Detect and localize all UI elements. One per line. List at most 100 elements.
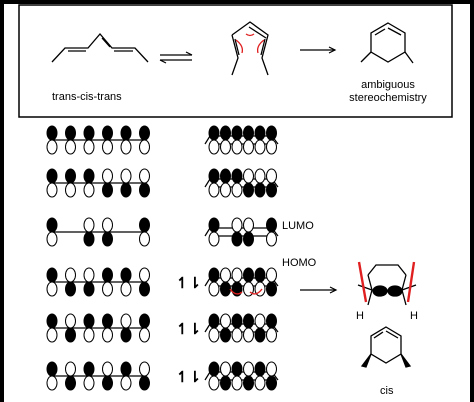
p-orbital-lobe	[208, 375, 220, 391]
p-orbital-lobe	[243, 327, 254, 343]
p-orbital-lobe	[46, 313, 58, 329]
p-orbital-lobe	[254, 361, 266, 377]
p-orbital-lobe	[254, 313, 266, 329]
p-orbital-lobe	[65, 168, 76, 184]
cyclic-mo	[204, 125, 279, 155]
p-orbital-lobe	[243, 313, 254, 329]
p-orbital-lobe	[208, 168, 220, 184]
p-orbital-lobe	[102, 182, 113, 198]
p-orbital-lobe	[208, 327, 220, 343]
p-orbital-lobe	[139, 267, 150, 283]
cyclic-mo-column	[204, 125, 279, 391]
p-orbital-lobe	[254, 125, 266, 141]
p-orbital-lobe	[266, 168, 277, 184]
p-orbital-lobe	[266, 313, 277, 329]
hexatriene-structure	[51, 33, 149, 63]
linear-mo-column	[46, 125, 150, 391]
p-orbital-lobe	[65, 375, 76, 391]
p-orbital-lobe	[65, 125, 76, 141]
electron-pair: ↿⇂	[176, 275, 201, 292]
p-orbital-lobe	[120, 139, 132, 155]
forward-arrow	[300, 46, 337, 54]
disrotatory-closure	[357, 261, 417, 306]
cis-label: cis	[380, 385, 394, 397]
ring-edge-left	[204, 227, 211, 237]
electron-pairs: ↿⇂ ↿⇂ ↿⇂	[176, 275, 201, 386]
p-orbital-lobe	[83, 267, 95, 283]
scheme-frame	[18, 4, 453, 118]
rotation-arrow	[249, 288, 263, 295]
p-orbital-lobe	[266, 267, 277, 283]
p-orbital-lobe	[65, 327, 76, 343]
p-orbital-lobe	[139, 217, 150, 233]
equilibrium-arrows	[159, 51, 193, 64]
p-orbital-lobe	[102, 327, 113, 343]
p-orbital-lobe	[102, 139, 113, 155]
p-orbital-lobe	[231, 327, 243, 343]
p-orbital-lobe	[102, 217, 113, 233]
cyclic-mo	[204, 217, 279, 247]
p-orbital-lobe	[65, 313, 76, 329]
p-orbital-lobe	[254, 267, 266, 283]
cis-cyclohexadiene-structure	[360, 326, 412, 368]
p-orbital-lobe	[231, 375, 243, 391]
p-orbital-lobe	[208, 267, 220, 283]
homo-label: HOMO	[282, 257, 317, 269]
p-orbital-lobe	[120, 125, 132, 141]
p-orbital-lobe	[46, 327, 58, 343]
p-orbital-lobe	[231, 267, 243, 283]
p-orbital-lobe	[243, 139, 254, 155]
p-orbital-lobe	[139, 327, 150, 343]
p-orbital-lobe	[120, 281, 132, 297]
p-orbital-lobe	[266, 125, 277, 141]
p-orbital-lobe	[220, 313, 231, 329]
p-orbital-lobe	[83, 327, 95, 343]
p-orbital-lobe	[83, 182, 95, 198]
p-orbital-lobe	[83, 168, 95, 184]
p-orbital-lobe	[208, 231, 220, 247]
p-orbital-lobe	[83, 217, 95, 233]
rotation-arrow	[229, 288, 243, 295]
homo-arrow	[300, 286, 338, 294]
p-orbital-lobe	[231, 231, 243, 247]
p-orbital-lobe	[231, 168, 243, 184]
electron-pair: ↿⇂	[176, 321, 201, 338]
p-orbital-lobe	[243, 217, 254, 233]
cis-conformer-structure	[231, 21, 269, 76]
p-orbital-lobe	[46, 361, 58, 377]
p-orbital-lobe	[243, 375, 254, 391]
p-orbital-lobe	[243, 168, 254, 184]
p-orbital-lobe	[46, 182, 58, 198]
p-orbital-lobe	[120, 327, 132, 343]
product-label-line2: stereochemistry	[349, 92, 427, 104]
p-orbital-lobe	[208, 281, 220, 297]
p-orbital-lobe	[266, 375, 277, 391]
p-orbital-lobe	[266, 217, 277, 233]
p-orbital-lobe	[231, 313, 243, 329]
p-orbital-lobe	[254, 182, 266, 198]
p-orbital-lobe	[139, 125, 150, 141]
p-orbital-lobe	[220, 361, 231, 377]
p-orbital-lobe	[231, 182, 243, 198]
p-orbital-lobe	[102, 313, 113, 329]
p-orbital-lobe	[220, 182, 231, 198]
ring-edge-left	[204, 371, 211, 381]
linear-mo	[46, 313, 150, 343]
p-orbital-lobe	[65, 267, 76, 283]
p-orbital-lobe	[266, 182, 277, 198]
p-orbital-lobe	[83, 281, 95, 297]
ring-edge-left	[204, 277, 211, 287]
p-orbital-lobe	[120, 361, 132, 377]
electron-pair: ↿⇂	[176, 369, 201, 386]
p-orbital-lobe	[220, 327, 231, 343]
p-orbital-lobe	[266, 231, 277, 247]
p-orbital-lobe	[65, 281, 76, 297]
p-orbital-lobe	[83, 125, 95, 141]
p-orbital-lobe	[220, 375, 231, 391]
p-orbital-lobe	[102, 168, 113, 184]
p-orbital-lobe	[220, 125, 231, 141]
p-orbital-lobe	[139, 139, 150, 155]
p-orbital-lobe	[46, 217, 58, 233]
linear-mo	[46, 361, 150, 391]
